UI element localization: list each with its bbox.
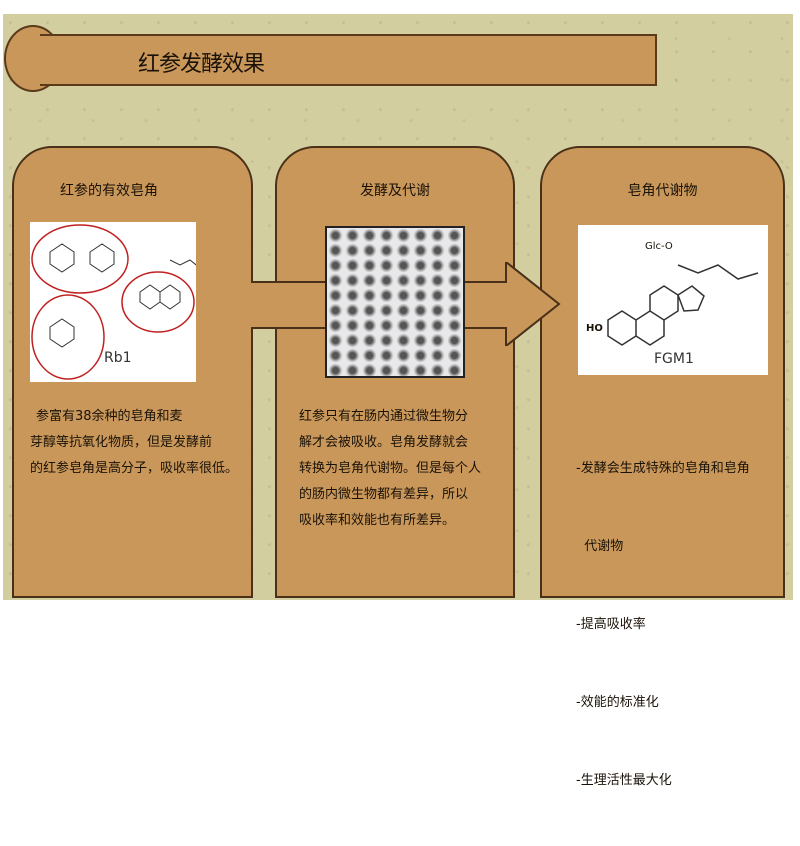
rb1-label: Rb1 <box>104 350 132 366</box>
text-line: 转换为皂角代谢物。但是每个人 <box>299 461 482 476</box>
list-item: -提高吸收率 <box>576 617 646 632</box>
rb1-structure-image: Rb1 <box>30 222 201 382</box>
list-item: -生理活性最大化 <box>576 773 672 788</box>
panel-heading: 发酵及代谢 <box>360 183 430 199</box>
slide-title: 红参发酵效果 <box>138 52 265 77</box>
title-bar <box>40 34 657 86</box>
text-line: 的肠内微生物都有差异，所以 <box>299 487 469 502</box>
ho-label: HO <box>586 323 603 334</box>
glc-o-label: Glc-O <box>645 241 673 252</box>
panel-body: 红参只有在肠内通过微生物分 解才会被吸收。皂角发酵就会 转换为皂角代谢物。但是每… <box>299 404 499 534</box>
panel-fermentation-text: 红参只有在肠内通过微生物分 解才会被吸收。皂角发酵就会 转换为皂角代谢物。但是每… <box>275 146 515 598</box>
microscopy-image <box>325 226 465 378</box>
text-line: 吸收率和效能也有所差异。 <box>299 513 456 528</box>
panel-metabolite-text: -发酵会生成特殊的皂角和皂角 代谢物 -提高吸收率 -效能的标准化 -生理活性最… <box>540 146 785 788</box>
fgm1-structure-image: Glc-O HO FGM1 <box>578 225 768 375</box>
panel-body: 参富有38余种的皂角和麦 芽醇等抗氧化物质，但是发酵前 的红参皂角是高分子，吸收… <box>30 404 250 482</box>
list-item: 代谢物 <box>576 539 624 554</box>
title-joint <box>38 36 58 84</box>
text-line: 解才会被吸收。皂角发酵就会 <box>299 435 469 450</box>
text-line: 芽醇等抗氧化物质，但是发酵前 <box>30 435 213 450</box>
list-item: -效能的标准化 <box>576 695 659 710</box>
text-line: 的红参皂角是高分子，吸收率很低。 <box>30 461 239 476</box>
panel-heading: 红参的有效皂角 <box>60 183 158 199</box>
molecule-diagram <box>31 224 201 380</box>
text-line: 红参只有在肠内通过微生物分 <box>299 409 469 424</box>
panel-saponin-text: 参富有38余种的皂角和麦 芽醇等抗氧化物质，但是发酵前 的红参皂角是高分子，吸收… <box>12 146 253 598</box>
panel-body: -发酵会生成特殊的皂角和皂角 代谢物 -提高吸收率 -效能的标准化 -生理活性最… <box>576 404 776 846</box>
text-line: 参富有38余种的皂角和麦 <box>36 409 183 424</box>
molecule-diagram <box>607 264 759 346</box>
panel-heading: 皂角代谢物 <box>627 183 698 199</box>
fgm1-label: FGM1 <box>654 351 694 367</box>
list-item: -发酵会生成特殊的皂角和皂角 <box>576 461 750 476</box>
